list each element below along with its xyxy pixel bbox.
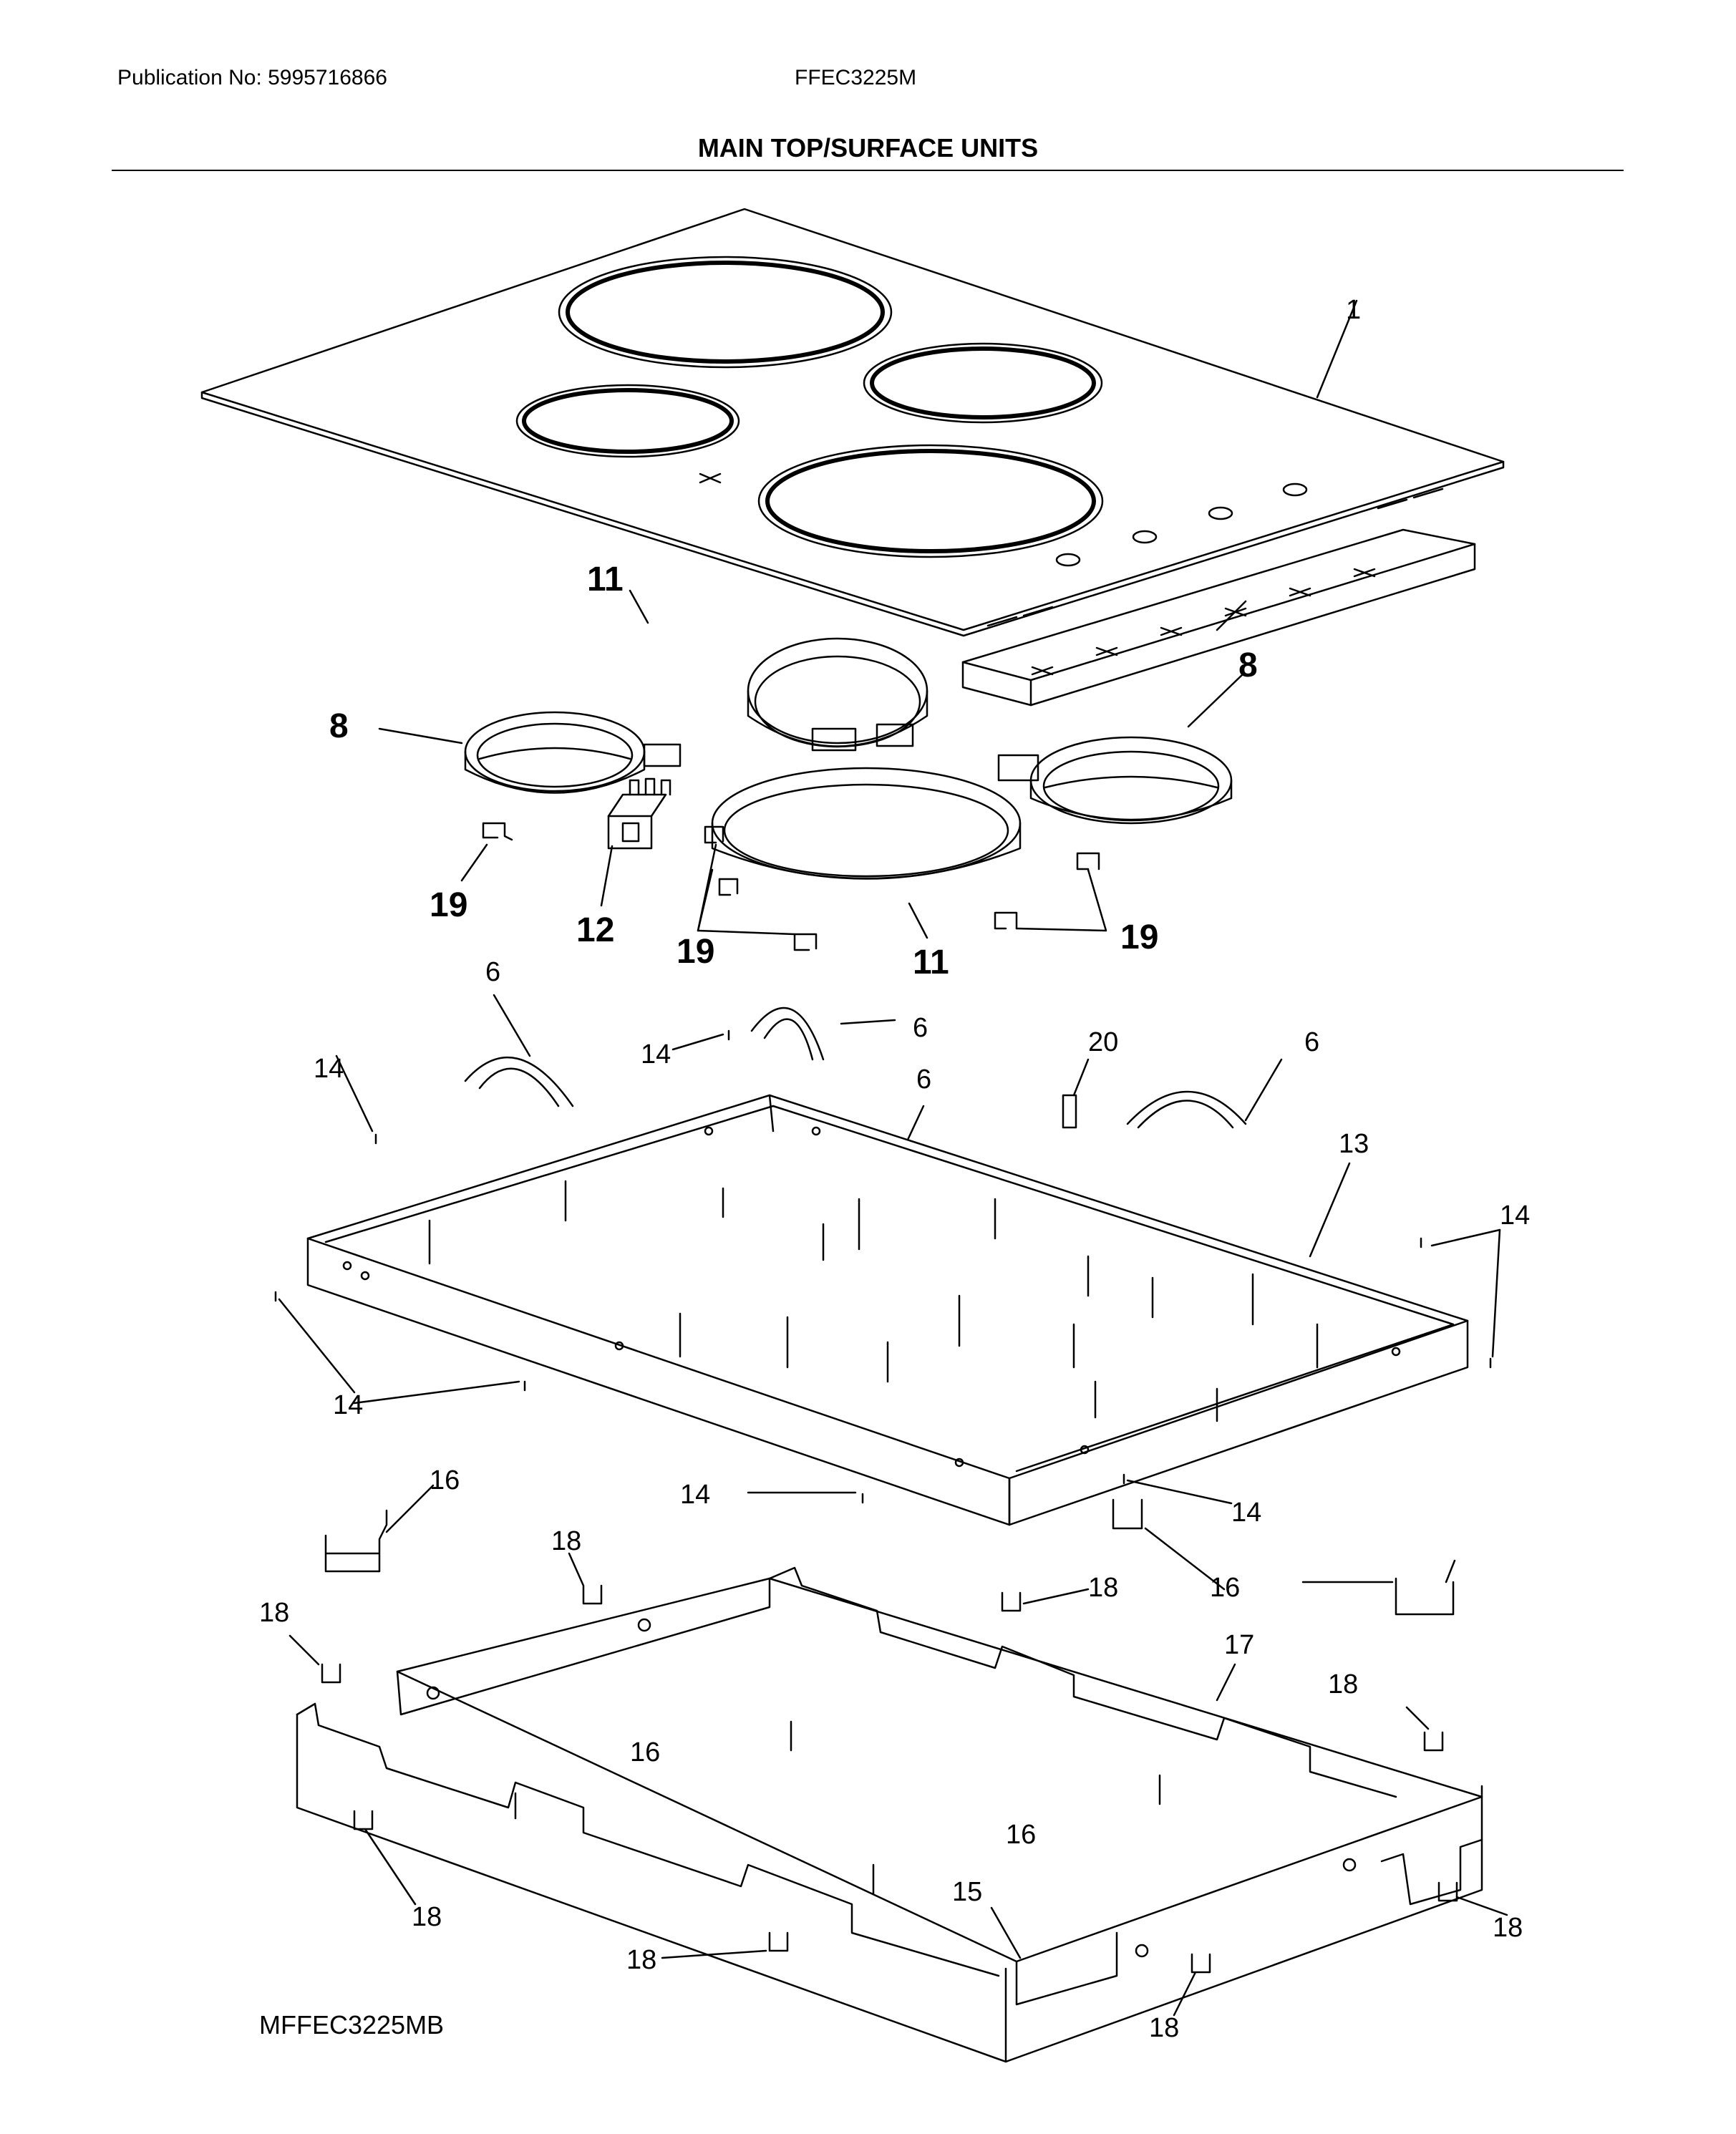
burner-box-13 — [306, 1094, 1469, 1526]
lower-box-17 — [296, 1566, 1483, 2063]
callout-6-right: 6 — [1304, 1027, 1319, 1057]
callout-leaders-upper — [378, 589, 1246, 939]
callout-18-h: 18 — [1493, 1913, 1523, 1943]
glass-cooktop-part — [200, 208, 1505, 637]
radiant-element-11-front — [711, 767, 1022, 880]
callout-18-e: 18 — [412, 1902, 442, 1932]
callout-19-right: 19 — [1120, 918, 1158, 956]
callout-6-center: 6 — [916, 1064, 931, 1095]
leader-line — [1316, 299, 1358, 399]
callout-12: 12 — [576, 911, 614, 949]
callout-16-c: 16 — [630, 1737, 660, 1767]
screws-14 — [274, 1029, 1501, 1505]
callout-19-center: 19 — [677, 933, 714, 971]
radiant-element-11-rear — [747, 637, 928, 752]
switch-20 — [1062, 1058, 1090, 1129]
support-clips-19 — [482, 822, 1100, 951]
page-title: MAIN TOP/SURFACE UNITS — [697, 133, 1039, 163]
callout-6-left: 6 — [485, 957, 500, 987]
callout-19-left: 19 — [430, 886, 467, 924]
clips-18 — [288, 1552, 1508, 2017]
callout-14-b: 14 — [641, 1039, 671, 1070]
callout-18-g: 18 — [1149, 2013, 1179, 2043]
control-panel-bracket — [961, 528, 1476, 707]
callout-16-b: 16 — [1210, 1573, 1240, 1603]
callout-14-f: 14 — [1231, 1498, 1261, 1528]
callout-18-c: 18 — [1088, 1573, 1118, 1603]
radiant-element-8-left — [464, 711, 682, 794]
callout-18-a: 18 — [551, 1526, 581, 1556]
callout-14-a: 14 — [314, 1054, 344, 1084]
callout-18-f: 18 — [626, 1945, 656, 1975]
callout-13: 13 — [1339, 1129, 1369, 1159]
diagram-code: MFFEC3225MB — [259, 2010, 445, 2040]
callout-14-e: 14 — [680, 1480, 710, 1510]
header-divider — [112, 170, 1624, 171]
callout-8-right: 8 — [1238, 646, 1258, 684]
callout-18-d: 18 — [1328, 1669, 1358, 1699]
leader-line — [1216, 600, 1247, 631]
model-number: FFEC3225M — [795, 66, 917, 89]
callout-16-a: 16 — [430, 1465, 460, 1495]
terminal-block-12 — [607, 777, 671, 850]
callout-14-d: 14 — [333, 1390, 363, 1420]
radiant-element-8-right — [997, 736, 1233, 825]
callout-1: 1 — [1346, 295, 1361, 325]
callout-17: 17 — [1224, 1630, 1254, 1660]
callout-11-rear: 11 — [587, 561, 624, 598]
callout-18-b: 18 — [259, 1598, 289, 1628]
callout-11-front: 11 — [913, 944, 949, 981]
callout-16-d: 16 — [1006, 1820, 1036, 1850]
callout-20: 20 — [1088, 1027, 1118, 1057]
callout-14-c: 14 — [1500, 1201, 1530, 1231]
callout-8-left: 8 — [329, 707, 349, 745]
callout-15: 15 — [952, 1877, 982, 1907]
callout-6-rear: 6 — [913, 1013, 928, 1043]
publication-number: Publication No: 5995716866 — [117, 66, 387, 89]
